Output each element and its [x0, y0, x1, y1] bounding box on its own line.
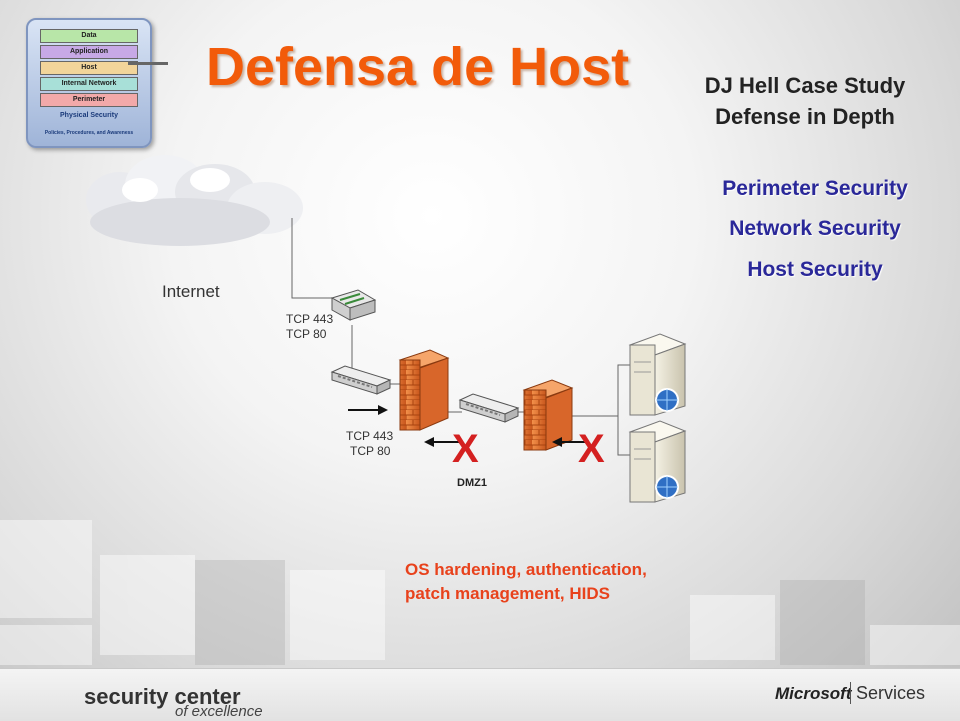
layer-physical-security: Physical Security — [60, 112, 118, 119]
services-label: Services — [856, 683, 926, 703]
case-study-subtitle: Defense in Depth — [715, 104, 895, 129]
layer-host: Host — [40, 61, 138, 75]
layer-connector-line — [128, 62, 168, 65]
page-title: Defensa de Host — [206, 37, 630, 97]
inbound-arrow-icon — [348, 405, 388, 415]
switch-icon — [330, 365, 392, 395]
internet-cloud-icon — [86, 155, 303, 246]
outbound-arrow-icon — [424, 437, 460, 447]
microsoft-logo: Microsoft — [775, 684, 852, 703]
brand-name: security center — [84, 684, 241, 709]
layer-internal-network: Internal Network — [40, 77, 138, 91]
background-tiles — [0, 520, 960, 665]
tcp-top-443: TCP 443 — [286, 312, 333, 326]
router-icon — [330, 289, 377, 321]
brand-tagline: of excellence — [175, 703, 263, 720]
layer-perimeter: Perimeter — [40, 93, 138, 107]
host-measures-line1: OS hardening, authentication, — [405, 560, 647, 579]
web-server-icon — [628, 420, 687, 503]
footer-bar — [0, 668, 960, 721]
list-item-perimeter: Perimeter Security — [722, 177, 908, 200]
blocked-x-icon: X — [578, 427, 605, 471]
layer-policies: Policies, Procedures, and Awareness — [44, 130, 134, 136]
logo-divider — [850, 682, 851, 704]
internet-label: Internet — [162, 282, 220, 301]
tcp-top-80: TCP 80 — [286, 327, 327, 341]
case-study-title: DJ Hell Case Study — [704, 73, 906, 98]
host-measures-line2: patch management, HIDS — [405, 584, 610, 603]
layer-data: Data — [40, 29, 138, 43]
firewall-icon — [522, 379, 574, 451]
list-item-host: Host Security — [747, 258, 883, 281]
network-diagram: Internet TCP 443 TCP 80 — [86, 155, 687, 503]
web-server-icon — [628, 333, 687, 416]
outbound-arrow-icon — [552, 437, 585, 447]
firewall-icon — [398, 349, 450, 431]
tcp-bottom-443: TCP 443 — [346, 429, 393, 443]
blocked-x-icon: X — [452, 427, 479, 471]
list-item-network: Network Security — [729, 217, 901, 240]
layer-application: Application — [40, 45, 138, 59]
tcp-bottom-80: TCP 80 — [350, 444, 391, 458]
dmz-label: DMZ1 — [457, 477, 487, 489]
switch-icon — [458, 393, 520, 423]
defense-layers-model: Data Application Host Internal Network P… — [26, 18, 152, 148]
